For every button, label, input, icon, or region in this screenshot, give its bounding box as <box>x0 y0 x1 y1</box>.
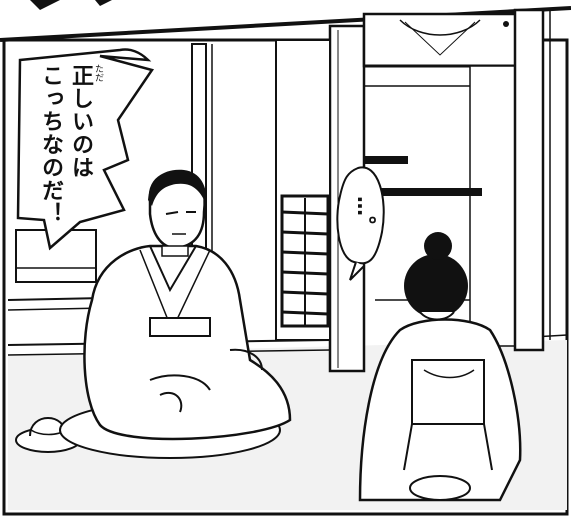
seated-woman <box>358 232 522 502</box>
speech-bubble <box>16 48 155 251</box>
thought-text: …。 <box>353 196 377 236</box>
seated-man <box>59 169 292 459</box>
upper-panel-edge <box>30 0 60 10</box>
speech-line-1: 正しいのは <box>68 64 93 179</box>
furigana: ただ <box>93 64 103 82</box>
thought-bubble <box>336 166 385 265</box>
speech-line-2: こっちなのだ！ <box>38 64 63 225</box>
